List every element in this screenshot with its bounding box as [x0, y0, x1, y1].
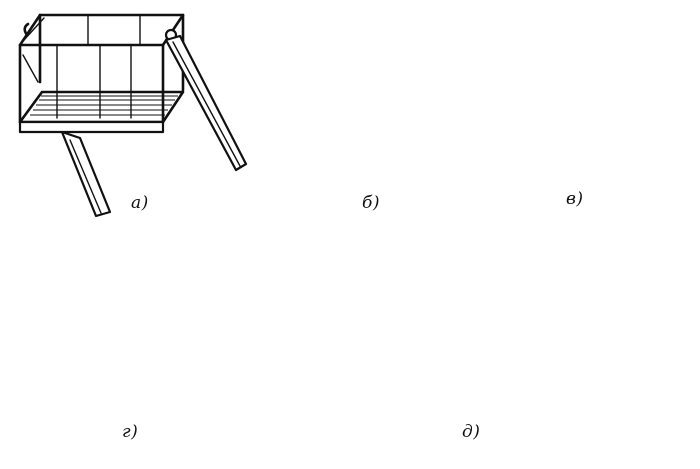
label-d: д)	[462, 422, 481, 442]
cradle-a	[18, 13, 248, 218]
label-g: г)	[122, 422, 139, 442]
cradle-a-rear-arm	[60, 130, 112, 218]
label-a: а)	[131, 193, 149, 213]
label-v: в)	[566, 189, 584, 209]
label-b: б)	[362, 193, 381, 213]
